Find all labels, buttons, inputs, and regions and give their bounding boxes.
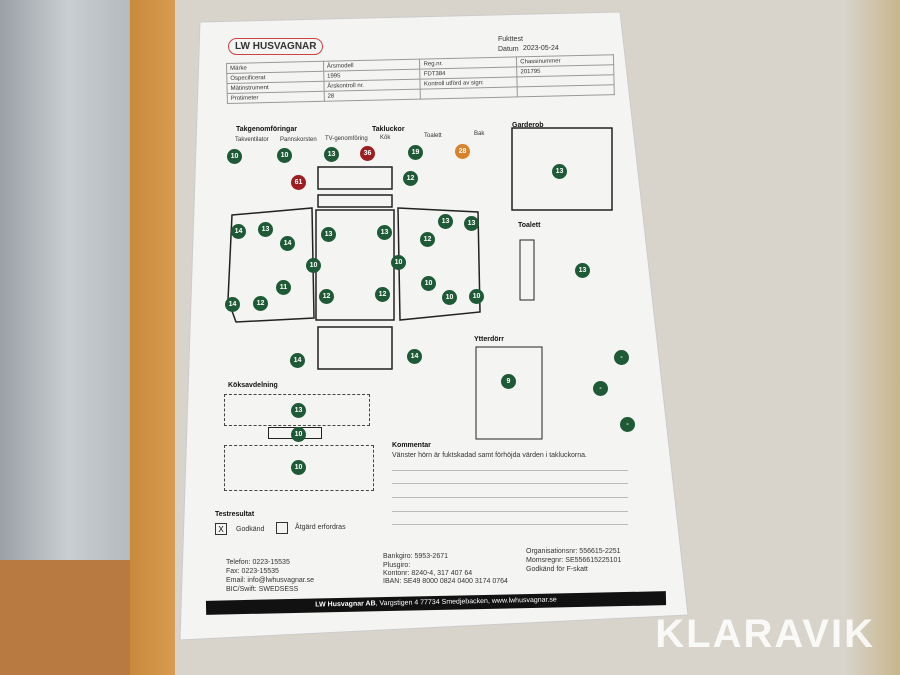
section-koksavdelning: Köksavdelning bbox=[228, 382, 278, 389]
reading: 10 bbox=[291, 427, 306, 442]
label: Toalett bbox=[424, 133, 442, 139]
f-tax: Godkänd för F-skatt bbox=[526, 566, 588, 573]
countertop-edge bbox=[845, 0, 900, 675]
reading: 10 bbox=[291, 460, 306, 475]
comment-text: Vänster hörn är fuktskadad samt förhöjda… bbox=[392, 452, 587, 459]
section-takluckor: Takluckor bbox=[372, 126, 405, 133]
phone: Telefon: 0223-15535 bbox=[226, 559, 290, 566]
reading: 13 bbox=[324, 147, 339, 162]
bic: BIC/Swift: SWEDSESS bbox=[226, 586, 299, 593]
iban: IBAN: SE49 8000 0824 0400 3174 0764 bbox=[383, 578, 508, 585]
label: Takventilator bbox=[235, 137, 269, 143]
cell: Protimeter bbox=[227, 91, 325, 104]
godkand-checkbox: X bbox=[215, 523, 227, 535]
company-logo: LW HUSVAGNAR bbox=[228, 38, 324, 55]
reading: 14 bbox=[225, 297, 240, 312]
doc-type: Fukttest bbox=[498, 36, 523, 43]
cell bbox=[420, 86, 518, 100]
reading: 10 bbox=[306, 258, 321, 273]
section-takgenom: Takgenomföringar bbox=[236, 126, 297, 133]
reading: 13 bbox=[291, 403, 306, 418]
org-number: Organisationsnr: 556615-2251 bbox=[526, 548, 621, 555]
reading: 13 bbox=[552, 164, 567, 179]
reading: 12 bbox=[253, 296, 268, 311]
reading: 10 bbox=[442, 290, 457, 305]
vat-number: Momsregnr: SE556615225101 bbox=[526, 557, 622, 564]
plusgiro: Plusgiro: bbox=[383, 562, 411, 569]
bankgiro: Bankgiro: 5953-2671 bbox=[383, 553, 448, 560]
reading-elevated: 28 bbox=[455, 144, 470, 159]
label: Pannskorsten bbox=[280, 137, 317, 143]
section-garderob: Garderob bbox=[512, 122, 544, 129]
reading: 13 bbox=[464, 216, 479, 231]
reading: - bbox=[614, 350, 629, 365]
reading: 14 bbox=[407, 349, 422, 364]
section-ytterdorr: Ytterdörr bbox=[474, 336, 504, 343]
reading: 13 bbox=[321, 227, 336, 242]
reading-high: 36 bbox=[360, 146, 375, 161]
reading: 13 bbox=[575, 263, 590, 278]
cell: 28 bbox=[323, 89, 421, 102]
comment-title: Kommentar bbox=[392, 442, 431, 449]
reading: 12 bbox=[403, 171, 418, 186]
reading: 14 bbox=[280, 236, 295, 251]
result-title: Testresultat bbox=[215, 511, 255, 518]
watermark: KLARAVIK bbox=[655, 612, 875, 656]
atgard-label: Åtgärd erfordras bbox=[295, 524, 346, 531]
label: Bak bbox=[474, 131, 485, 137]
reading: - bbox=[620, 417, 635, 432]
label: TV-genomföring bbox=[325, 136, 368, 142]
email: Email: info@lwhusvagnar.se bbox=[226, 577, 315, 584]
reading: 12 bbox=[420, 232, 435, 247]
reading: 10 bbox=[391, 255, 406, 270]
date-value: 2023-05-24 bbox=[523, 45, 559, 52]
fax: Fax: 0223-15535 bbox=[226, 568, 279, 575]
reading: 13 bbox=[377, 225, 392, 240]
godkand-label: Godkänd bbox=[236, 526, 265, 533]
reading: 12 bbox=[319, 289, 334, 304]
section-toalett: Toalett bbox=[518, 222, 541, 229]
kitchen-upper-cabinets bbox=[224, 394, 370, 426]
reading: 13 bbox=[438, 214, 453, 229]
reading: 11 bbox=[276, 280, 291, 295]
label: Kök bbox=[380, 135, 391, 141]
reading: 9 bbox=[501, 374, 516, 389]
floor bbox=[0, 560, 140, 675]
atgard-checkbox bbox=[276, 522, 288, 534]
reading: 10 bbox=[227, 149, 242, 164]
reading-high: 61 bbox=[291, 175, 306, 190]
date-label: Datum bbox=[498, 46, 519, 53]
reading: 12 bbox=[375, 287, 390, 302]
cell bbox=[517, 84, 615, 97]
kontonr: Kontonr: 8240-4, 317 407 64 bbox=[383, 570, 473, 577]
footer-company: LW Husvagnar AB bbox=[315, 600, 376, 609]
reading: 19 bbox=[408, 145, 423, 160]
kitchen-lower-cabinets bbox=[224, 445, 374, 491]
reading: 13 bbox=[258, 222, 273, 237]
reading: 14 bbox=[231, 224, 246, 239]
reading: - bbox=[593, 381, 608, 396]
footer-address: , Vargstigen 4 77734 Smedjebacken, www.l… bbox=[375, 596, 557, 608]
reading: 14 bbox=[290, 353, 305, 368]
reading: 10 bbox=[277, 148, 292, 163]
reading: 10 bbox=[421, 276, 436, 291]
reading: 10 bbox=[469, 289, 484, 304]
